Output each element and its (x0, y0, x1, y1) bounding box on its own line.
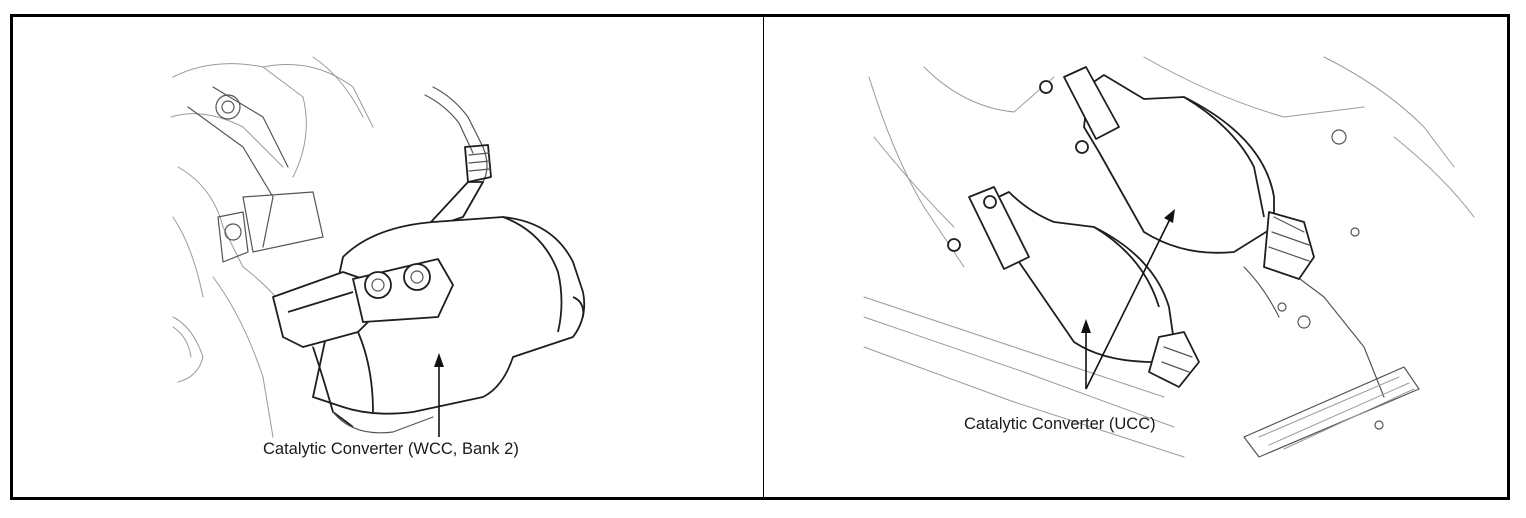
panel-wcc: Catalytic Converter (WCC, Bank 2) (13, 17, 764, 497)
callout-ucc: Catalytic Converter (UCC) (964, 415, 1156, 433)
figure-frame: Catalytic Converter (WCC, Bank 2) (10, 14, 1510, 500)
callout-wcc: Catalytic Converter (WCC, Bank 2) (263, 440, 519, 458)
wcc-illustration: Catalytic Converter (WCC, Bank 2) (170, 56, 586, 458)
panel-ucc: Catalytic Converter (UCC) (764, 17, 1507, 497)
ucc-illustration: Catalytic Converter (UCC) (863, 56, 1475, 458)
